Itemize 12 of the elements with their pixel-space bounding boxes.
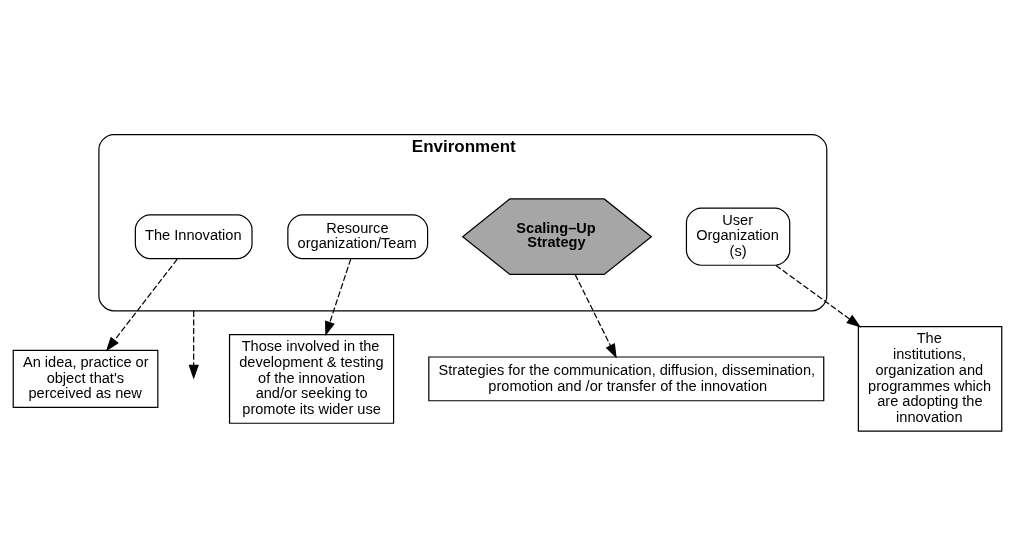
node-box: Those involved in the development & testing of the innovation and/or seeking to promote its wider use (228, 333, 395, 424)
node-box: Resource organization/Team (287, 213, 429, 259)
node-box: The institutions, organization and programmes which are adopting the innovation (857, 325, 1003, 432)
arrow (574, 273, 617, 358)
arrow (325, 258, 352, 336)
arrow (105, 258, 178, 351)
arrow (188, 309, 199, 379)
node-box: An idea, practice or object that's perceived as new (12, 349, 159, 408)
arrow (775, 264, 862, 327)
node-box: The Innovation (134, 213, 253, 259)
node-box: User Organization (s) (685, 207, 791, 266)
node-box: Strategies for the communication, diffusion, dissemination, promotion and /or transfer of the innovation (428, 355, 825, 401)
